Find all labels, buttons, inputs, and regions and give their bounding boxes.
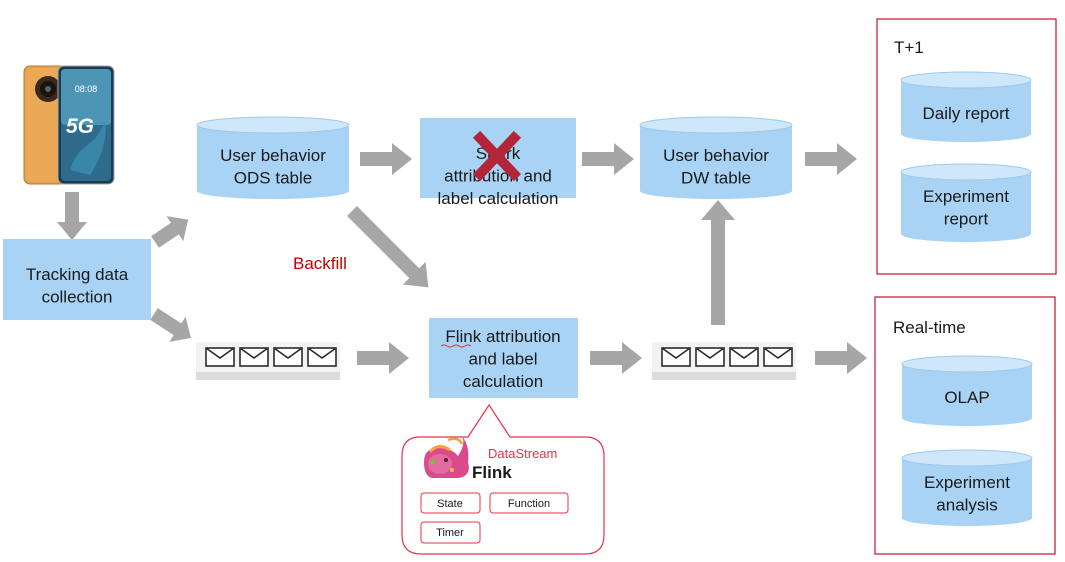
chip-timer-label: Timer — [436, 527, 464, 539]
flink-squirrel-logo-icon — [424, 436, 469, 478]
experiment-report-node: Experiment report — [900, 163, 1032, 242]
text-line: label calculation — [438, 189, 559, 208]
text-line: calculation — [463, 372, 543, 391]
text-line: attribution and — [444, 167, 552, 186]
arrow-mq2-to-realtime — [815, 342, 867, 374]
arrow-spark-to-dw — [582, 143, 634, 175]
daily-report-label: Daily report — [923, 104, 1010, 123]
text-line: Daily report — [923, 104, 1010, 123]
text-line: DW table — [681, 169, 751, 188]
chip-timer: Timer — [420, 521, 481, 544]
panel-t-plus-1-title: T+1 — [894, 38, 924, 57]
text-line: ODS table — [234, 169, 312, 188]
arrow-ods-to-spark — [360, 143, 412, 175]
panel-real-time: Real-time OLAP Experiment analysis — [874, 296, 1056, 555]
arrow-tracking-to-ods — [151, 216, 189, 248]
tracking-collection-label: Tracking data collection — [26, 265, 129, 307]
envelope-icon — [239, 347, 269, 367]
flink-calculation-node: Flink attribution and label calculation — [429, 318, 578, 398]
arrow-flink-to-mq2 — [590, 342, 642, 374]
text-line: collection — [42, 288, 113, 307]
envelope-icon — [695, 347, 725, 367]
flink-logo-text: Flink — [472, 463, 512, 482]
chip-state: State — [420, 492, 481, 514]
phone-5g-badge: 5G — [66, 115, 94, 138]
deprecated-cross-icon — [472, 130, 522, 182]
envelope-icon — [763, 347, 793, 367]
olap-label: OLAP — [944, 388, 989, 407]
olap-node: OLAP — [901, 355, 1033, 426]
chip-state-label: State — [437, 498, 463, 510]
text-line: analysis — [936, 496, 997, 515]
panel-real-time-title: Real-time — [893, 318, 966, 337]
text-line: Experiment — [923, 187, 1009, 206]
daily-report-node: Daily report — [900, 71, 1032, 142]
flow-arrows — [57, 143, 867, 374]
envelope-icon — [205, 347, 235, 367]
arrow-ods-to-flink-backfill — [347, 206, 429, 288]
arrow-mq1-to-flink — [357, 342, 409, 374]
text-line: User behavior — [220, 146, 326, 165]
text-line: Tracking data — [26, 265, 129, 284]
envelope-icon — [307, 347, 337, 367]
arrow-mq2-to-dw — [701, 200, 735, 325]
backfill-label: Backfill — [293, 254, 347, 273]
panel-t-plus-1: T+1 Daily report Experiment report — [876, 18, 1057, 275]
experiment-analysis-node: Experiment analysis — [901, 449, 1033, 526]
envelope-icon — [661, 347, 691, 367]
chip-function: Function — [489, 492, 569, 514]
text-line: and label — [468, 350, 537, 369]
dw-table-label: User behavior DW table — [663, 146, 769, 188]
envelope-icon — [729, 347, 759, 367]
experiment-report-label: Experiment report — [923, 187, 1009, 229]
flink-calculation-label: Flink attribution and label calculation — [445, 327, 560, 391]
envelope-icon — [273, 347, 303, 367]
arrow-dw-to-t1 — [805, 143, 857, 175]
phone-time: 08:08 — [75, 84, 98, 94]
flink-datastream-callout: DataStream Flink State Function Timer — [401, 403, 605, 555]
dw-table-node: User behavior DW table — [639, 116, 793, 199]
arrow-tracking-to-mq1 — [150, 308, 191, 342]
text-line: Flink attribution — [445, 327, 560, 346]
message-queue-source — [196, 342, 340, 380]
text-line: report — [944, 210, 989, 229]
experiment-analysis-label: Experiment analysis — [924, 473, 1010, 515]
text-line: OLAP — [944, 388, 989, 407]
text-line: Experiment — [924, 473, 1010, 492]
text-line: User behavior — [663, 146, 769, 165]
phone-device: 08:08 5G — [23, 65, 115, 185]
tracking-collection-node: Tracking data collection — [3, 239, 151, 320]
datastream-label: DataStream — [488, 446, 557, 461]
chip-function-label: Function — [508, 498, 550, 510]
message-queue-sink — [652, 342, 796, 380]
arrow-phone-to-tracking — [57, 192, 87, 240]
